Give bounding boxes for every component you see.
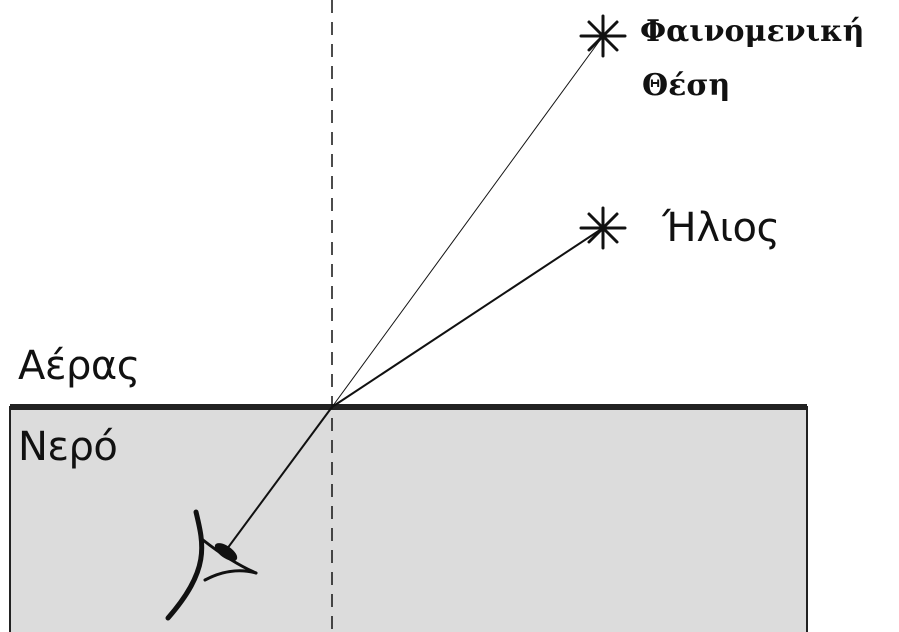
star-icon xyxy=(579,206,627,250)
water-region xyxy=(9,406,808,632)
eye-icon xyxy=(165,509,258,621)
refracted-ray xyxy=(223,406,333,554)
sun-label: Ήλιος xyxy=(662,205,780,251)
apparent-position-label-line1: Φαινομενική xyxy=(640,14,865,49)
apparent-sight-line xyxy=(331,35,604,408)
air-label: Αέρας xyxy=(18,343,140,389)
apparent-position-label-line2: Θέση xyxy=(642,68,731,103)
sun-ray xyxy=(331,227,604,408)
star-icon xyxy=(579,14,627,58)
water-label: Νερό xyxy=(18,424,118,470)
